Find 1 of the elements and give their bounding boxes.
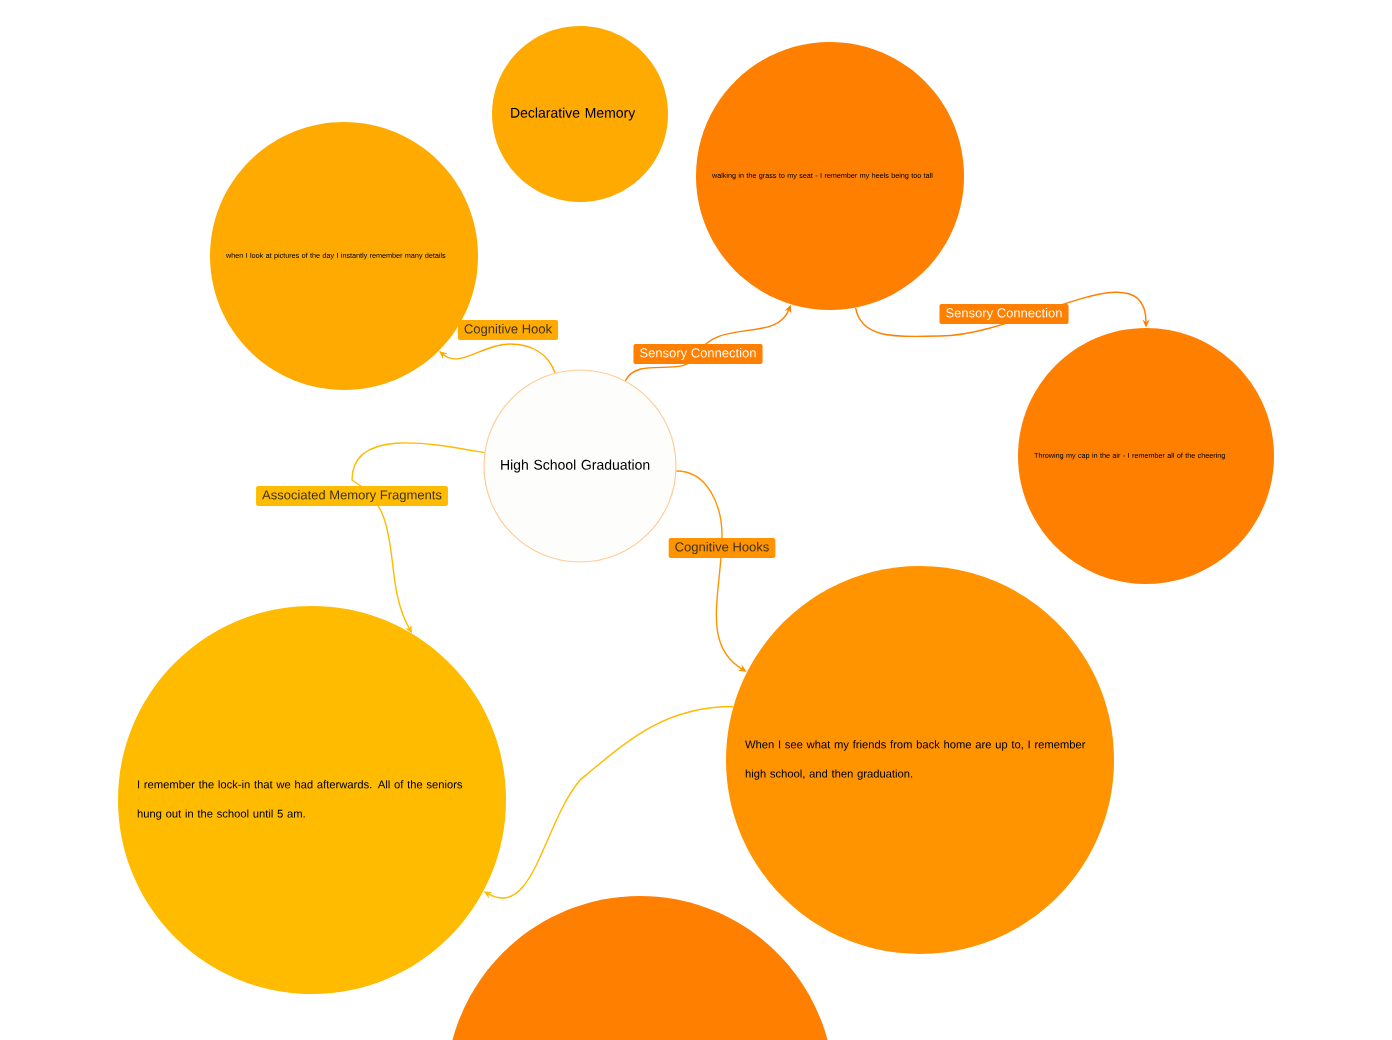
- arrow: [439, 343, 556, 374]
